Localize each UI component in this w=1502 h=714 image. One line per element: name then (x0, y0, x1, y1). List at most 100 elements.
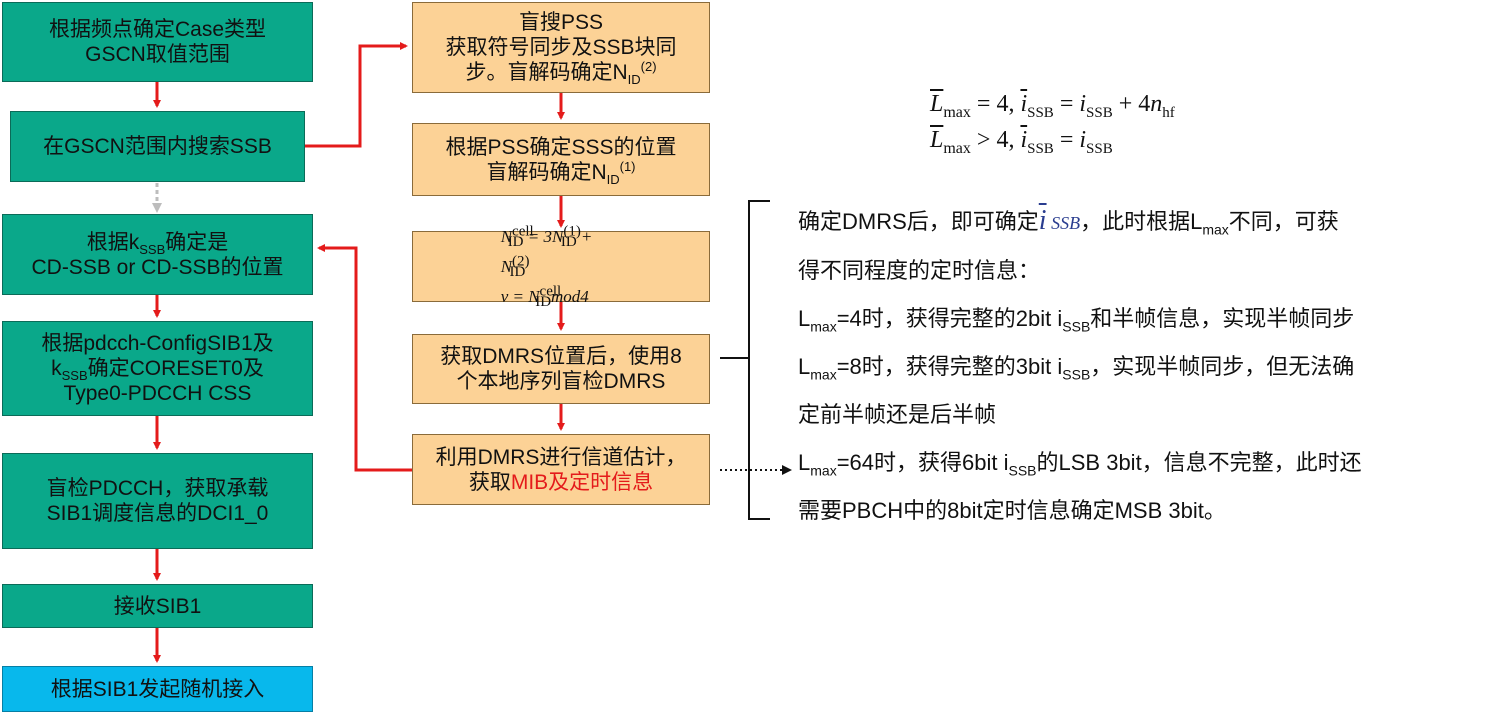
text-fragment: 盲解码确定N (486, 160, 607, 184)
step-text-line: 根据kSSB确定是 (31, 230, 283, 257)
step-blind-search-pss: 盲搜PSS 获取符号同步及SSB块同 步。盲解码确定NID(2) (412, 2, 710, 93)
highlight-text: MIB及定时信息 (510, 470, 654, 494)
text-fragment: 的LSB 3bit，信息不完整，此时还 (1036, 450, 1362, 475)
step-text-line: GSCN取值范围 (85, 43, 230, 66)
subscript: ID (535, 293, 552, 310)
subscript: max (1202, 221, 1229, 238)
math-symbol: n (1150, 91, 1163, 117)
step-blind-detect-pdcch: 盲检PDCCH，获取承载 SIB1调度信息的DCI1_0 (2, 453, 313, 549)
step-text-line: 根据pdcch-ConfigSIB1及 (41, 332, 274, 355)
text-fragment: 获取 (468, 470, 511, 494)
step-text-line: 个本地序列盲检DMRS (456, 370, 666, 393)
arrow-search-to-pss (305, 42, 408, 148)
math-symbol: v = N (500, 286, 540, 306)
text-fragment: L (798, 306, 811, 331)
subscript: ID (509, 263, 526, 280)
step-text-line: Type0-PDCCH CSS (63, 382, 252, 405)
step-text-line: 根据PSS确定SSS的位置 (445, 135, 677, 159)
text-fragment: 确定CORESET0及 (87, 357, 264, 380)
superscript: (1) (563, 222, 581, 239)
subscript: SSB (1008, 462, 1037, 479)
math-symbol: = 4, (970, 91, 1021, 117)
math-symbol: SSB (1046, 213, 1081, 233)
formula-row-lmax-gt-4: Lmax > 4, iSSB = iSSB (930, 122, 1175, 158)
subscript: SSB (1086, 140, 1113, 157)
step-text-line: 盲解码确定NID(1) (445, 158, 676, 187)
text-fragment: ，实现半帧同步，但无法确 (1090, 354, 1355, 379)
step-text-line: 根据SIB1发起随机接入 (50, 677, 265, 701)
text-fragment: 确定DMRS后，即可确定 (798, 209, 1039, 234)
subscript: max (943, 103, 971, 121)
math-symbol: L (930, 127, 944, 153)
subscript: SSB (1062, 318, 1091, 335)
superscript: cell (539, 282, 562, 299)
superscript: (1) (619, 158, 636, 174)
arrow-channel-to-cdssb (317, 244, 412, 472)
math-symbol: i (1020, 127, 1028, 153)
superscript: (2) (512, 252, 530, 269)
step-text-line: 接收SIB1 (113, 594, 202, 618)
text-fragment: L (798, 450, 811, 475)
math-symbol: i (1038, 205, 1047, 236)
math-symbol: i (1079, 127, 1087, 153)
step-receive-sib1: 接收SIB1 (2, 584, 313, 628)
step-text-line: 获取符号同步及SSB块同 (445, 36, 677, 59)
text-fragment: =8时，获得完整的3bit i (836, 354, 1063, 379)
text-fragment: =64时，获得6bit i (836, 450, 1009, 475)
text-fragment: k (51, 357, 62, 380)
math-symbol: + N (500, 226, 593, 276)
step-text-line: 步。盲解码确定NID(2) (445, 59, 676, 86)
text-fragment: =4时，获得完整的2bit i (836, 306, 1063, 331)
math-symbol: mod4 (551, 286, 589, 306)
equation-v: v = NcellIDmod4 (501, 282, 622, 312)
text-fragment: 不同，可获 (1228, 209, 1339, 234)
subscript: ID (606, 171, 620, 187)
subscript: max (810, 462, 837, 479)
subscript: SSB (139, 241, 166, 257)
step-text-line: 根据频点确定Case类型 (48, 18, 267, 41)
text-fragment: 根据k (86, 230, 140, 254)
step-cell-id-equations: NcellID = 3N(1)ID + N(2)ID v = NcellIDmo… (412, 223, 710, 309)
step-text-line: 获取DMRS位置后，使用8 (440, 345, 682, 368)
step-blind-detect-dmrs: 获取DMRS位置后，使用8 个本地序列盲检DMRS (412, 334, 710, 404)
step-text-line: 利用DMRS进行信道估计， (435, 445, 687, 469)
subscript: ID (560, 233, 577, 250)
superscript: cell (512, 222, 534, 239)
equation-cell-id: NcellID = 3N(1)ID + N(2)ID (501, 222, 622, 282)
step-determine-coreset0: 根据pdcch-ConfigSIB1及 kSSB确定CORESET0及 Type… (2, 321, 313, 416)
step-text-line: SIB1调度信息的DCI1_0 (46, 502, 269, 525)
math-symbol: = 3N (523, 226, 564, 246)
math-symbol: i (1020, 91, 1028, 117)
math-symbol: = (1053, 127, 1080, 153)
subscript: ID (507, 233, 524, 250)
description-line: Lmax=64时，获得6bit iSSB的LSB 3bit，信息不完整，此时还 (798, 439, 1498, 487)
step-text-line: 盲检PDCCH，获取承载 (46, 477, 269, 500)
math-symbol: i (1079, 91, 1087, 117)
math-symbol: = (1053, 91, 1080, 117)
description-line: 得不同程度的定时信息： (798, 258, 1041, 283)
math-symbol: L (930, 91, 944, 117)
math-symbol: > 4, (970, 127, 1021, 153)
subscript: SSB (1027, 140, 1054, 157)
ssb-index-formula: Lmax = 4, iSSB = iSSB + 4nhf Lmax > 4, i… (930, 86, 1175, 158)
description-line: Lmax=4时，获得完整的2bit iSSB和半帧信息，实现半帧同步 (798, 295, 1498, 343)
subscript: hf (1162, 104, 1175, 121)
step-channel-estimation: 利用DMRS进行信道估计， 获取MIB及定时信息 (412, 434, 710, 505)
math-symbol: N (500, 226, 513, 246)
text-fragment: 步。盲解码确定N (465, 61, 628, 84)
text-fragment: L (798, 354, 811, 379)
step-text-line: CD-SSB or CD-SSB的位置 (31, 255, 284, 279)
superscript: (2) (640, 59, 657, 74)
subscript: SSB (61, 368, 88, 384)
step-locate-sss: 根据PSS确定SSS的位置 盲解码确定NID(1) (412, 123, 710, 196)
step-search-ssb: 在GSCN范围内搜索SSB (10, 111, 305, 182)
text-fragment: 和半帧信息，实现半帧同步 (1090, 306, 1355, 331)
subscript: max (943, 139, 971, 157)
step-text-line: 盲搜PSS (518, 11, 604, 34)
step-text-line: 在GSCN范围内搜索SSB (43, 135, 272, 158)
step-determine-case-type: 根据频点确定Case类型 GSCN取值范围 (2, 2, 313, 82)
step-random-access: 根据SIB1发起随机接入 (2, 666, 313, 712)
step-determine-cd-ssb: 根据kSSB确定是 CD-SSB or CD-SSB的位置 (2, 214, 313, 295)
subscript: max (810, 366, 837, 383)
